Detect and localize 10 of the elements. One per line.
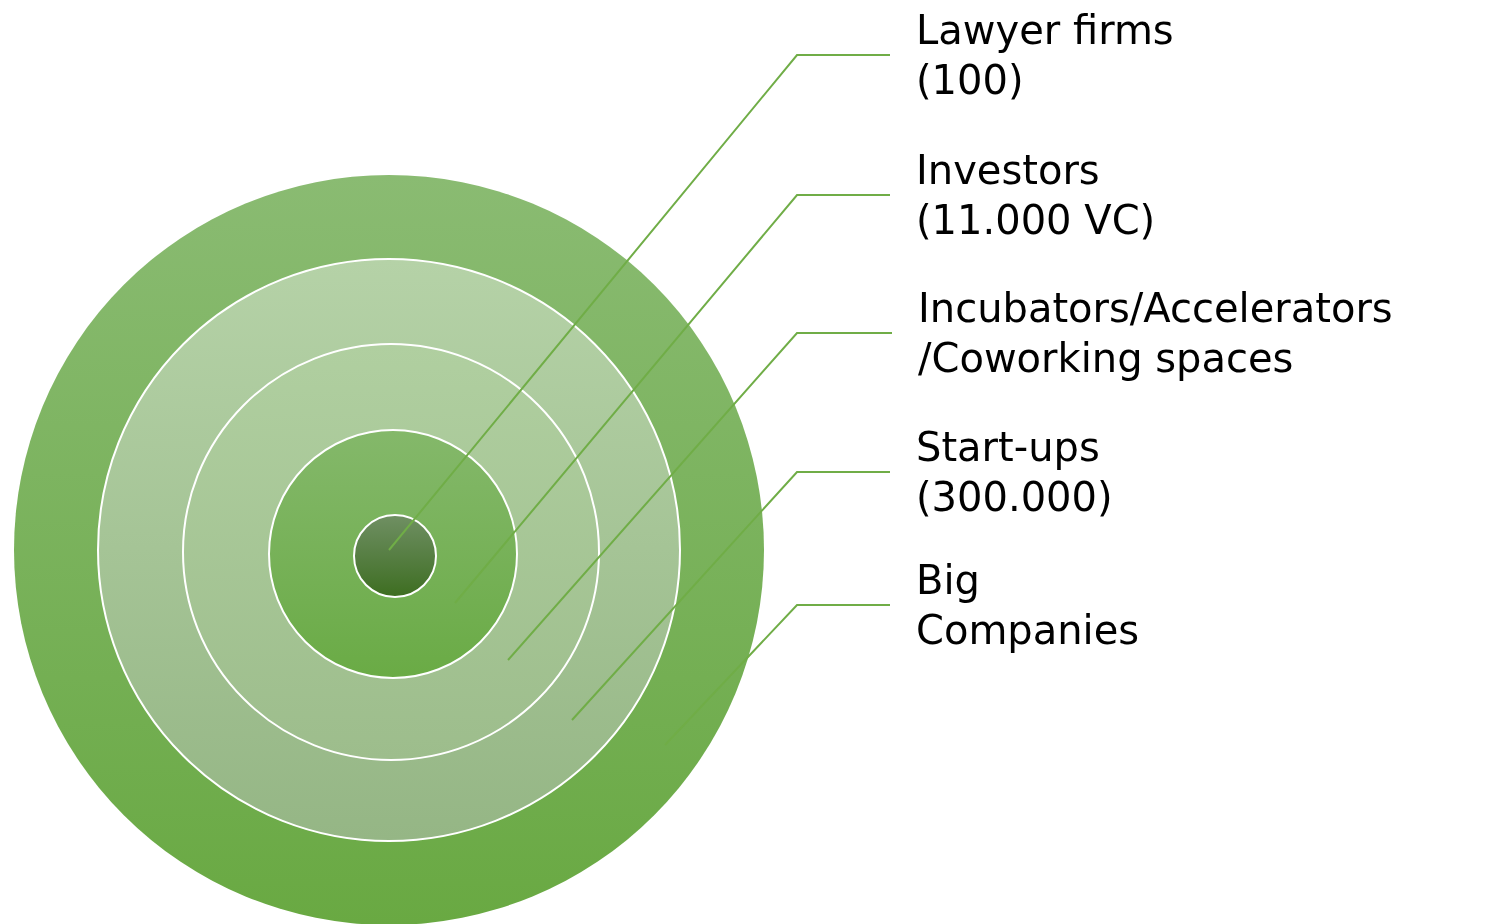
- label-text: Big Companies: [916, 556, 1141, 655]
- leader-line: [571, 471, 891, 721]
- label-text: Start-ups (300.000): [916, 423, 1114, 522]
- label-text: Investors (11.000 VC): [916, 146, 1157, 245]
- leader-line: [664, 604, 891, 746]
- leader-line: [454, 194, 891, 604]
- label-text: Incubators/Accelerators /Coworking spaces: [918, 284, 1394, 383]
- leader-line: [388, 54, 891, 551]
- leader-line: [507, 332, 893, 661]
- label-text: Lawyer firms (100): [916, 6, 1175, 105]
